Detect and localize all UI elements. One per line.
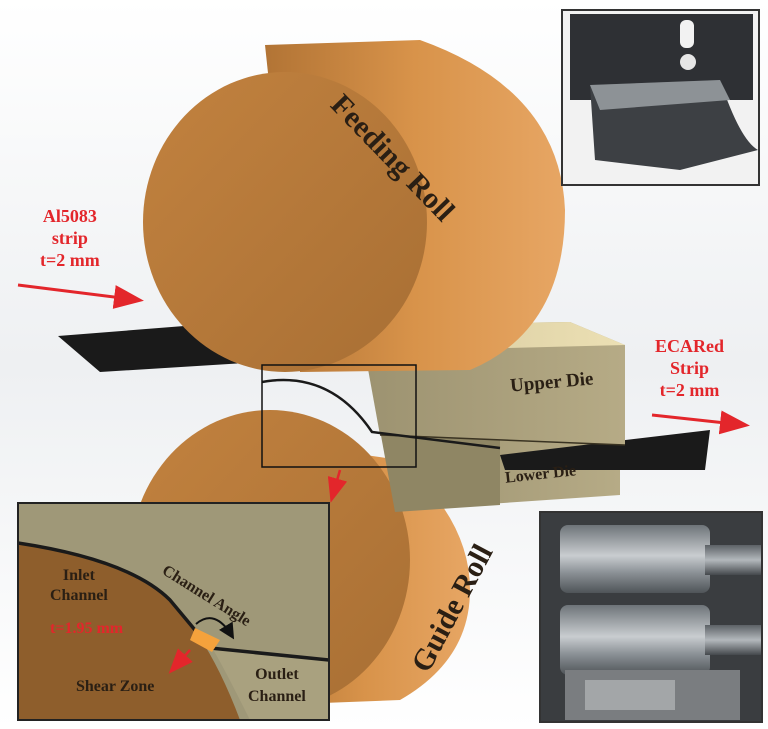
shear-zone-label: Shear Zone bbox=[76, 678, 155, 695]
output-strip-label-line2: Strip bbox=[670, 358, 710, 378]
outlet-channel-line2: Channel bbox=[248, 688, 306, 705]
zoom-arrow bbox=[327, 469, 348, 503]
outlet-channel-label: Outlet Channel bbox=[248, 664, 306, 708]
inlet-channel-label: Inlet Channel bbox=[50, 566, 108, 606]
input-strip-label-line2: strip bbox=[51, 228, 88, 248]
output-strip bbox=[500, 430, 710, 470]
outlet-channel-line1: Outlet bbox=[255, 666, 299, 683]
output-strip-label-line1: ECARed bbox=[655, 336, 725, 356]
thickness-label: t=1.95 mm bbox=[50, 620, 124, 637]
output-strip-label: ECARed Strip t=2 mm bbox=[655, 335, 724, 401]
inset-zoom bbox=[18, 503, 329, 720]
inset-frame bbox=[17, 502, 330, 721]
input-strip-label-line1: Al5083 bbox=[42, 206, 97, 226]
zoom-box bbox=[261, 364, 417, 468]
input-arrow bbox=[17, 283, 144, 309]
input-strip-label: Al5083 strip t=2 mm bbox=[40, 205, 100, 271]
channel-line bbox=[261, 378, 501, 450]
die-photo bbox=[561, 9, 760, 186]
inlet-channel-line1: Inlet bbox=[62, 567, 95, 584]
output-strip-label-line3: t=2 mm bbox=[659, 380, 720, 400]
input-strip-label-line3: t=2 mm bbox=[40, 250, 100, 270]
feeding-roll bbox=[143, 40, 565, 372]
inlet-channel-line2: Channel bbox=[50, 587, 108, 604]
rolls-photo bbox=[539, 511, 763, 723]
output-arrow bbox=[651, 410, 750, 435]
